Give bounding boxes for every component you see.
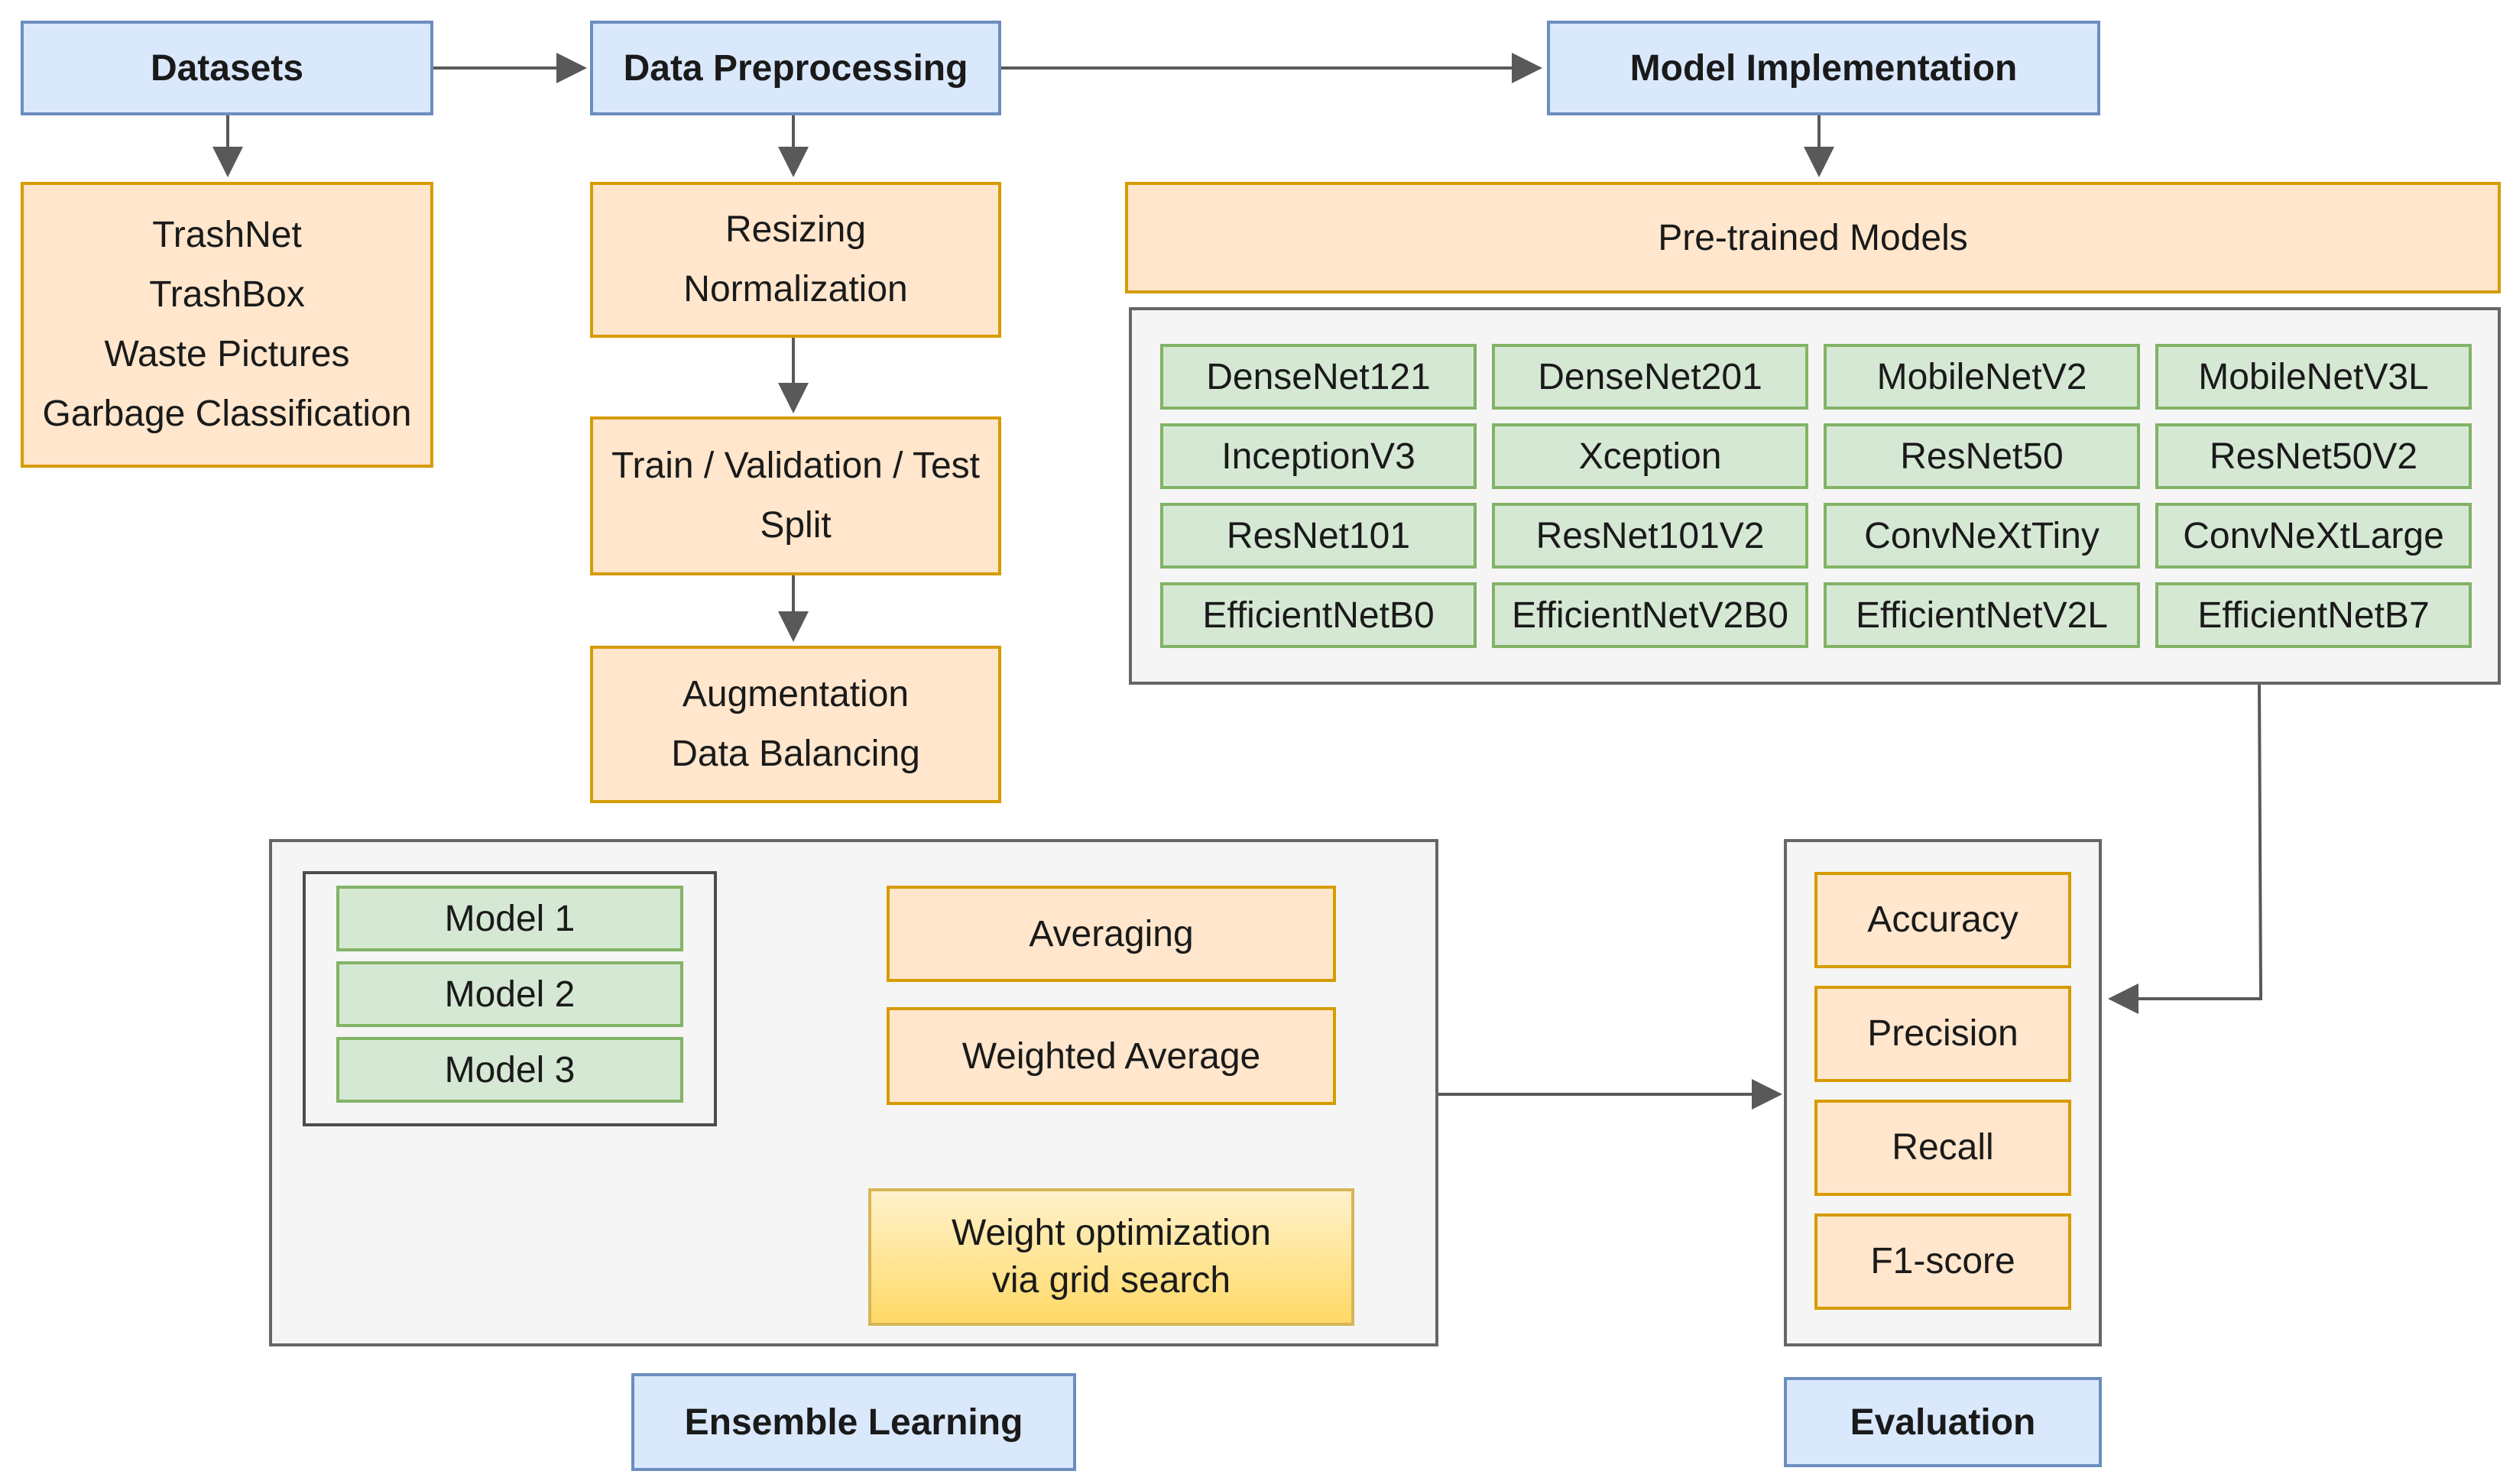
model-chip: ResNet50V2: [2155, 423, 2472, 489]
pretrained-models-label: Pre-trained Models: [1658, 217, 1968, 258]
dataset-item: Waste Pictures: [104, 334, 350, 374]
metric-f1-score: F1-score: [1814, 1213, 2071, 1310]
ensemble-model-chip: Model 1: [336, 886, 683, 951]
averaging-box: Averaging: [887, 886, 1336, 982]
metric-accuracy: Accuracy: [1814, 872, 2071, 968]
pretrained-models-label-box: Pre-trained Models: [1125, 182, 2501, 293]
resizing-normalization-step: Resizing Normalization: [590, 182, 1001, 338]
arrow-models-to-evaluation: [2108, 683, 2263, 1014]
preprocessing-header: Data Preprocessing: [590, 21, 1001, 115]
model-chip: DenseNet201: [1492, 344, 1808, 410]
model-implementation-title: Model Implementation: [1629, 47, 2018, 89]
datasets-header: Datasets: [21, 21, 433, 115]
ensemble-learning-title: Ensemble Learning: [684, 1401, 1023, 1443]
evaluation-title: Evaluation: [1850, 1401, 2036, 1443]
step-line: Normalization: [683, 269, 908, 309]
model-chip: ResNet50: [1824, 423, 2140, 489]
model-chip: ResNet101V2: [1492, 503, 1808, 569]
model-chip: EfficientNetB7: [2155, 582, 2472, 648]
ensemble-model-chip: Model 2: [336, 961, 683, 1027]
metric-precision: Precision: [1814, 986, 2071, 1082]
model-implementation-header: Model Implementation: [1547, 21, 2100, 115]
weighted-average-box: Weighted Average: [887, 1007, 1336, 1105]
optimization-line: Weight optimization: [952, 1213, 1271, 1253]
model-chip: Xception: [1492, 423, 1808, 489]
augmentation-balancing-step: Augmentation Data Balancing: [590, 646, 1001, 803]
step-line: Resizing: [725, 209, 867, 250]
train-split-step: Train / Validation / Test Split: [590, 416, 1001, 575]
preprocessing-title: Data Preprocessing: [623, 47, 968, 89]
metric-recall: Recall: [1814, 1100, 2071, 1196]
datasets-title: Datasets: [150, 47, 304, 89]
ensemble-model-chip: Model 3: [336, 1037, 683, 1103]
averaging-label: Averaging: [1029, 913, 1194, 954]
model-chip: ConvNeXtTiny: [1824, 503, 2140, 569]
step-line: Split: [760, 505, 832, 546]
weight-optimization-box: Weight optimization via grid search: [868, 1188, 1354, 1326]
model-chip: EfficientNetB0: [1160, 582, 1477, 648]
dataset-item: TrashBox: [149, 274, 305, 315]
step-line: Data Balancing: [671, 734, 920, 774]
step-line: Augmentation: [682, 674, 910, 714]
model-chip: EfficientNetV2B0: [1492, 582, 1808, 648]
model-chip: EfficientNetV2L: [1824, 582, 2140, 648]
evaluation-label: Evaluation: [1784, 1377, 2102, 1467]
model-chip: MobileNetV2: [1824, 344, 2140, 410]
model-chip: MobileNetV3L: [2155, 344, 2472, 410]
model-chip: ConvNeXtLarge: [2155, 503, 2472, 569]
optimization-line: via grid search: [991, 1260, 1231, 1301]
ensemble-learning-label: Ensemble Learning: [631, 1373, 1076, 1471]
dataset-item: TrashNet: [152, 215, 302, 255]
step-line: Train / Validation / Test: [611, 446, 980, 486]
weighted-average-label: Weighted Average: [961, 1035, 1261, 1077]
model-chip: ResNet101: [1160, 503, 1477, 569]
model-chip: InceptionV3: [1160, 423, 1477, 489]
model-chip: DenseNet121: [1160, 344, 1477, 410]
datasets-list: TrashNet TrashBox Waste Pictures Garbage…: [21, 182, 433, 468]
dataset-item: Garbage Classification: [42, 394, 412, 434]
